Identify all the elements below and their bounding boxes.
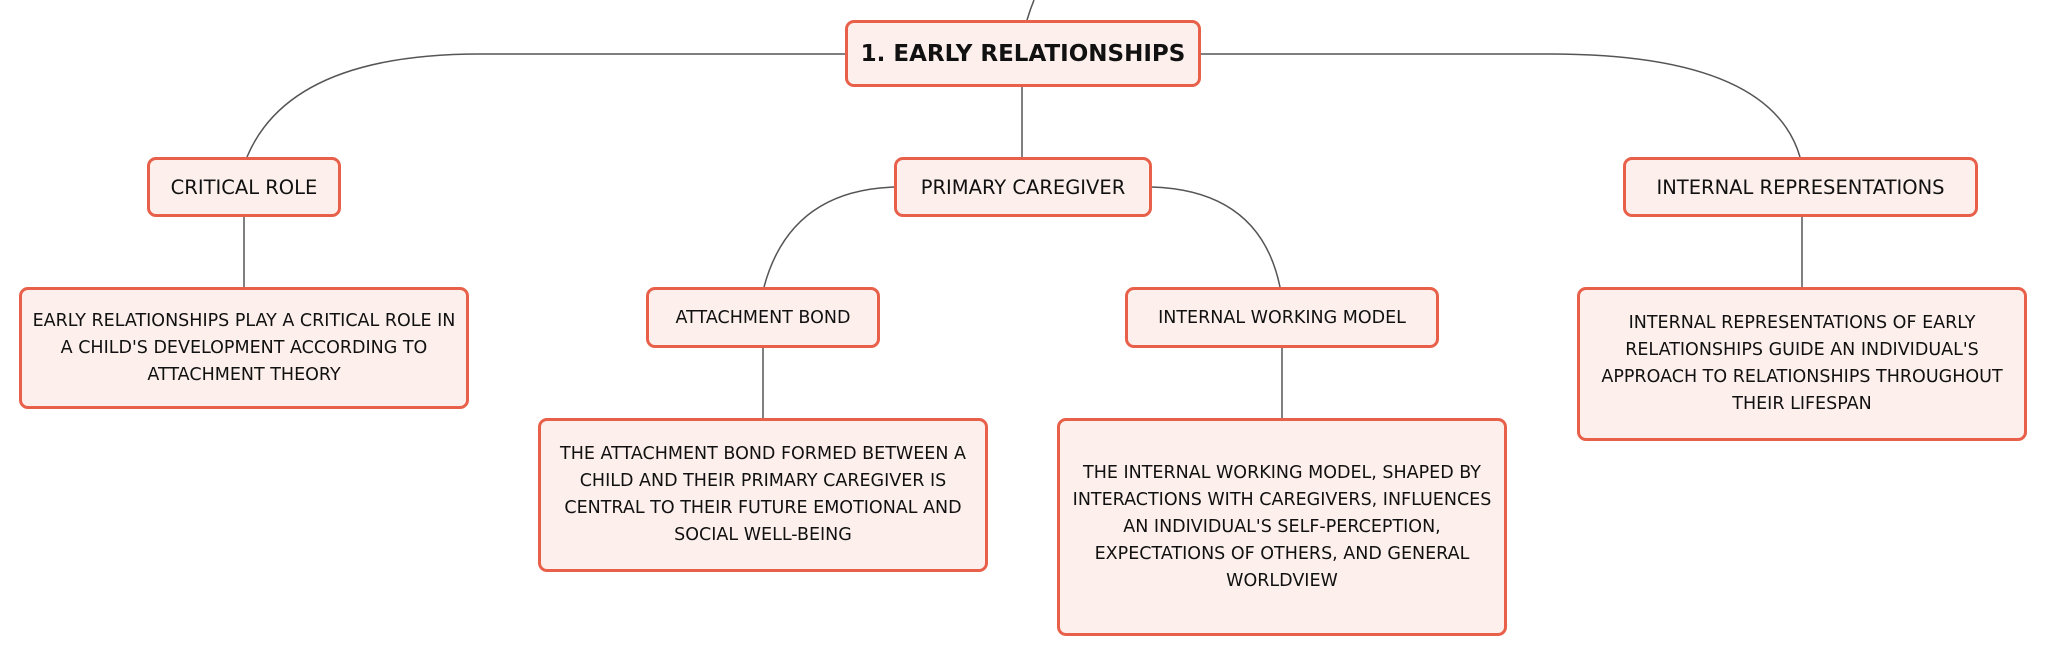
internal-working-model-label: INTERNAL WORKING MODEL: [1158, 307, 1406, 328]
attachment-bond-detail-text: THE ATTACHMENT BOND FORMED BETWEEN A CHI…: [560, 444, 966, 545]
connector-primary-caregiver-to-attachment-bond: [763, 186, 896, 288]
internal-working-model-detail-text: THE INTERNAL WORKING MODEL, SHAPED BY IN…: [1072, 462, 1492, 591]
critical-role-node[interactable]: CRITICAL ROLE: [147, 157, 341, 217]
attachment-bond-label: ATTACHMENT BOND: [675, 307, 851, 328]
connector-root-to-critical-role: [246, 53, 845, 158]
primary-caregiver-node[interactable]: PRIMARY CAREGIVER: [894, 157, 1152, 217]
attachment-bond-detail-node[interactable]: THE ATTACHMENT BOND FORMED BETWEEN A CHI…: [538, 418, 988, 572]
root-node-label: 1. EARLY RELATIONSHIPS: [860, 40, 1186, 67]
primary-caregiver-label: PRIMARY CAREGIVER: [920, 175, 1126, 199]
connector-primary-caregiver-to-internal-working-model: [1150, 186, 1281, 288]
critical-role-detail-node[interactable]: EARLY RELATIONSHIPS PLAY A CRITICAL ROLE…: [19, 287, 469, 409]
connector-root-to-internal-representations: [1200, 53, 1801, 158]
critical-role-label: CRITICAL ROLE: [170, 175, 318, 199]
internal-working-model-node[interactable]: INTERNAL WORKING MODEL: [1125, 287, 1439, 348]
internal-representations-node[interactable]: INTERNAL REPRESENTATIONS: [1623, 157, 1978, 217]
connector-parent-to-root: [1026, 0, 1035, 21]
root-node[interactable]: 1. EARLY RELATIONSHIPS: [845, 20, 1201, 87]
internal-representations-detail-text: INTERNAL REPRESENTATIONS OF EARLY RELATI…: [1601, 313, 2003, 414]
attachment-bond-node[interactable]: ATTACHMENT BOND: [646, 287, 880, 348]
internal-representations-label: INTERNAL REPRESENTATIONS: [1656, 175, 1945, 199]
critical-role-detail-text: EARLY RELATIONSHIPS PLAY A CRITICAL ROLE…: [32, 310, 456, 385]
internal-representations-detail-node[interactable]: INTERNAL REPRESENTATIONS OF EARLY RELATI…: [1577, 287, 2027, 441]
internal-working-model-detail-node[interactable]: THE INTERNAL WORKING MODEL, SHAPED BY IN…: [1057, 418, 1507, 636]
